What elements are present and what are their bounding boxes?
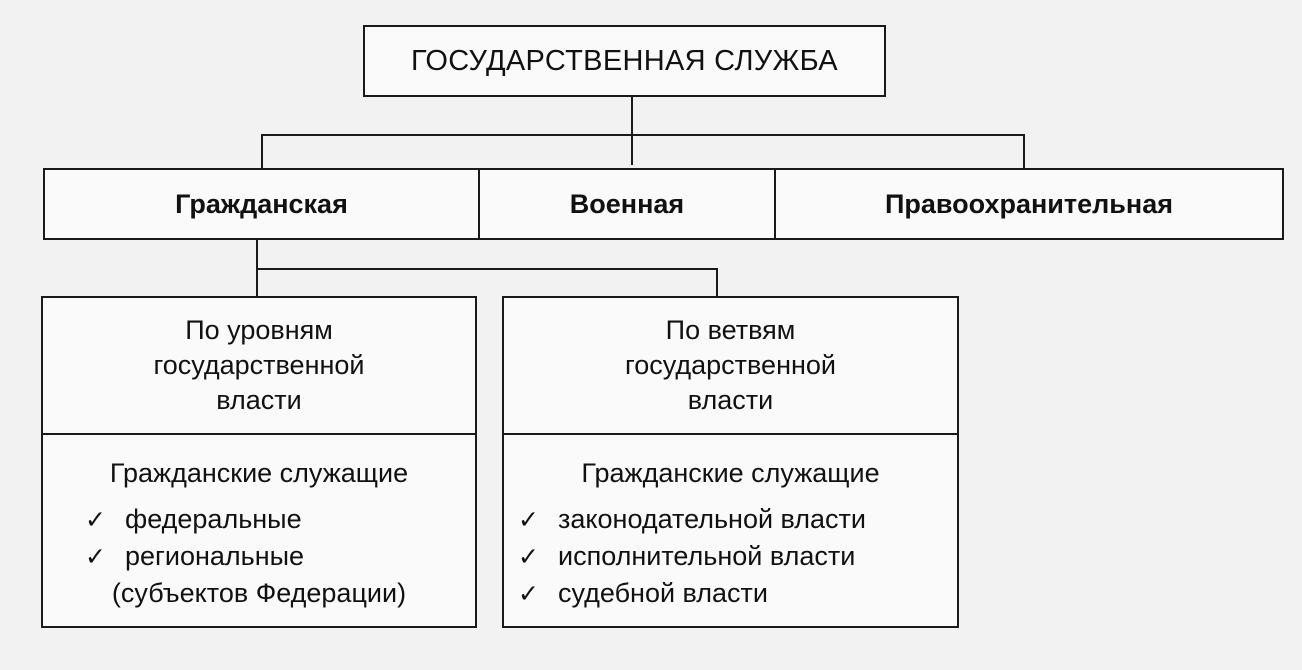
- item-label: федеральные: [125, 504, 302, 534]
- category-body: Гражданские служащие ✓ законодательной вл…: [504, 435, 957, 612]
- item-label: законодательной власти: [558, 504, 866, 534]
- type-label-law-enforcement: Правоохранительная: [885, 188, 1173, 219]
- category-heading: По уровням государственной власти: [43, 298, 475, 435]
- connector-types-horizontal: [261, 134, 1025, 136]
- connector-law-up: [1023, 134, 1025, 168]
- type-label-military: Военная: [569, 188, 685, 219]
- subtitle: Гражданские служащие: [581, 458, 880, 488]
- connector-civil-up: [261, 134, 263, 168]
- heading-line: По уровням: [185, 315, 333, 345]
- check-icon: ✓: [518, 506, 539, 534]
- item-label: исполнительной власти: [558, 541, 856, 571]
- item-label: региональные: [125, 541, 305, 571]
- heading-line: власти: [216, 385, 302, 415]
- check-icon: ✓: [85, 543, 106, 571]
- type-node-military: Военная: [478, 168, 776, 240]
- heading-line: По ветвям: [665, 315, 796, 345]
- heading-line: власти: [687, 385, 774, 415]
- list-item: ✓ региональные: [85, 538, 475, 575]
- list-item: ✓ судебной власти: [518, 575, 957, 612]
- category-by-levels: По уровням государственной власти Гражда…: [41, 296, 477, 628]
- root-node-state-service: ГОСУДАРСТВЕННАЯ СЛУЖБА: [363, 25, 886, 97]
- type-label-civil: Гражданская: [175, 188, 348, 219]
- connector-root-down: [631, 97, 633, 165]
- type-node-civil: Гражданская: [43, 168, 480, 240]
- check-icon: ✓: [85, 506, 106, 534]
- list-item: ✓ исполнительной власти: [518, 538, 957, 575]
- type-node-law-enforcement: Правоохранительная: [774, 168, 1284, 240]
- heading-line: государственной: [624, 350, 836, 380]
- check-icon: ✓: [518, 543, 539, 571]
- list-item: ✓ федеральные: [85, 501, 475, 538]
- category-body: Гражданские служащие ✓ федеральные ✓ регио…: [43, 435, 475, 611]
- list-item: ✓ законодательной власти: [518, 501, 957, 538]
- category-by-branches: По ветвям государственной власти Граждан…: [502, 296, 959, 628]
- connector-right-up: [716, 268, 718, 296]
- checklist: ✓ федеральные ✓ региональные: [43, 501, 475, 575]
- root-label: ГОСУДАРСТВЕННАЯ СЛУЖБА: [411, 44, 838, 77]
- category-heading: По ветвям государственной власти: [504, 298, 957, 435]
- connector-branches-horizontal: [256, 268, 718, 270]
- subtitle: Гражданские служащие: [109, 458, 409, 488]
- checklist: ✓ законодательной власти ✓ исполнительной …: [504, 501, 957, 612]
- heading-line: государственной: [153, 350, 365, 380]
- item-continuation: (субъектов Федерации): [111, 578, 407, 608]
- check-icon: ✓: [518, 580, 539, 608]
- item-label: судебной власти: [558, 578, 768, 608]
